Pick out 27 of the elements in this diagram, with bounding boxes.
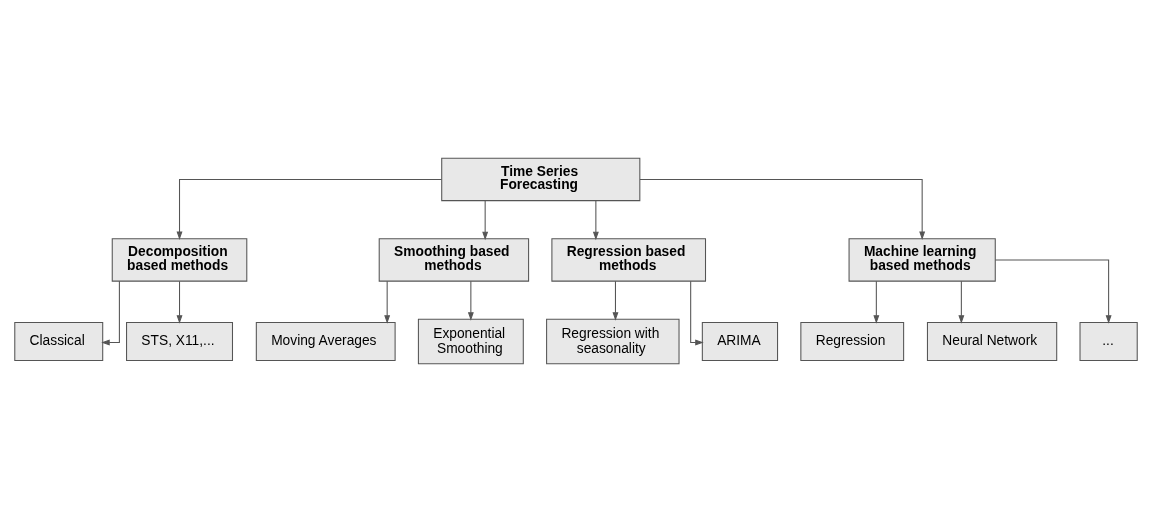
node-box: Classical — [14, 321, 104, 361]
node-box: Exponential Smoothing — [417, 318, 524, 364]
arrow — [482, 200, 489, 240]
node-box: Machine learning based methods — [848, 237, 996, 282]
node-box: STS, X11,... — [126, 321, 233, 361]
arrow — [384, 280, 391, 324]
arrow — [101, 280, 120, 346]
node-box: ... — [1079, 321, 1138, 361]
arrow — [467, 280, 474, 321]
arrow — [176, 178, 443, 240]
arrow — [639, 178, 926, 240]
arrow — [873, 280, 880, 324]
node-box: Time Series Forecasting — [441, 157, 641, 201]
arrow — [994, 258, 1112, 324]
node-box: Decomposition based methods — [111, 237, 248, 282]
node-box: Moving Averages — [255, 321, 396, 361]
node-box: Regression based methods — [551, 237, 707, 282]
node-box: Smoothing based methods — [378, 237, 530, 282]
arrow — [958, 280, 965, 324]
arrow — [612, 280, 619, 321]
node-box: Neural Network — [926, 321, 1058, 361]
arrow — [592, 200, 599, 240]
node-box: Regression with seasonality — [546, 318, 680, 364]
node-box: ARIMA — [701, 321, 779, 361]
arrow — [690, 280, 704, 346]
arrow — [176, 280, 183, 324]
node-box: Regression — [800, 321, 905, 361]
